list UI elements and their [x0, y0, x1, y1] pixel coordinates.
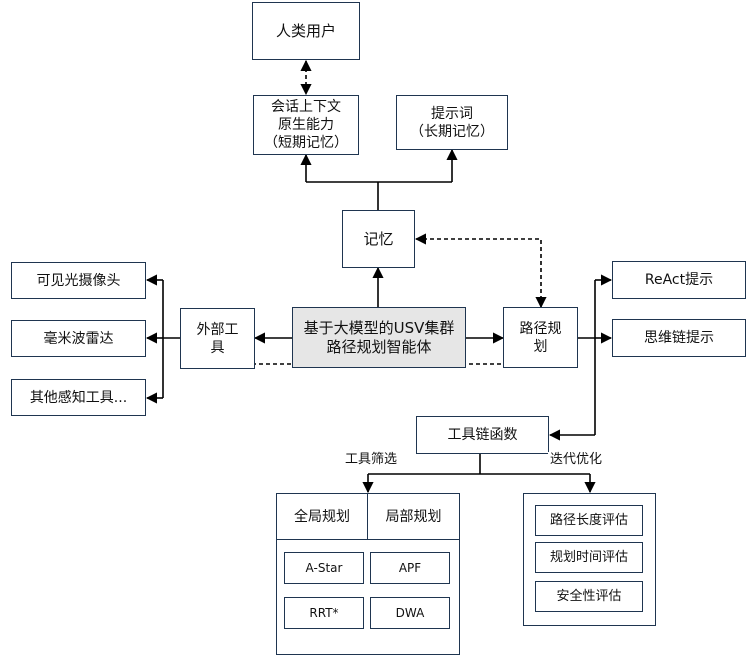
react-prompt-label: ReAct提示 — [644, 272, 714, 288]
other-sensors-label: 其他感知工具... — [29, 389, 128, 406]
agent-label: 基于大模型的USV集群 路径规划智能体 — [303, 318, 455, 356]
eval-safety: 安全性评估 — [535, 581, 643, 612]
external-tools-label: 外部工 具 — [196, 321, 239, 356]
human-user-node: 人类用户 — [252, 2, 360, 60]
prompt-words-node: 提示词 （长期记忆） — [396, 95, 508, 150]
mmwave-radar-label: 毫米波雷达 — [43, 330, 114, 347]
toolchain-node: 工具链函数 — [416, 416, 549, 454]
human-user-label: 人类用户 — [275, 21, 336, 40]
algo-apf-label: APF — [398, 560, 422, 575]
toolchain-label: 工具链函数 — [447, 427, 518, 443]
algo-dwa-label: DWA — [395, 605, 425, 620]
visible-camera-label: 可见光摄像头 — [36, 272, 121, 289]
memory-label: 记忆 — [363, 229, 394, 248]
iterative-opt-label: 迭代优化 — [548, 452, 605, 468]
algo-dwa: DWA — [370, 597, 450, 629]
session-memory-node: 会话上下文 原生能力 （短期记忆） — [253, 95, 359, 155]
eval-planning-time-label: 规划时间评估 — [549, 549, 628, 565]
tab-global-planning: 全局规划 — [276, 493, 368, 540]
tab-local-planning-label: 局部规划 — [385, 508, 442, 525]
visible-camera-node: 可见光摄像头 — [11, 262, 146, 299]
tab-local-planning: 局部规划 — [367, 493, 460, 540]
eval-safety-label: 安全性评估 — [556, 588, 622, 604]
path-planning-label: 路径规 划 — [519, 320, 562, 355]
tab-global-planning-label: 全局规划 — [294, 508, 350, 525]
path-planning-node: 路径规 划 — [503, 307, 578, 368]
eval-path-length-label: 路径长度评估 — [549, 512, 628, 528]
algo-rrt-star: RRT* — [284, 597, 364, 629]
external-tools-node: 外部工 具 — [180, 308, 255, 369]
prompt-words-label: 提示词 （长期记忆） — [410, 105, 494, 140]
eval-planning-time: 规划时间评估 — [535, 542, 643, 573]
session-memory-label: 会话上下文 原生能力 （短期记忆） — [264, 99, 348, 151]
algo-a-star: A-Star — [284, 552, 364, 584]
memory-node: 记忆 — [342, 210, 415, 268]
algo-rrt-star-label: RRT* — [309, 605, 339, 620]
algo-apf: APF — [370, 552, 450, 584]
other-sensors-node: 其他感知工具... — [11, 379, 146, 416]
edge-memory-planning — [414, 233, 547, 309]
algo-a-star-label: A-Star — [305, 560, 343, 575]
agent-node: 基于大模型的USV集群 路径规划智能体 — [292, 307, 466, 368]
evaluation-panel — [523, 493, 656, 626]
cot-prompt-label: 思维链提示 — [644, 330, 714, 346]
tool-filter-label: 工具筛选 — [343, 452, 400, 468]
mmwave-radar-node: 毫米波雷达 — [11, 320, 146, 357]
eval-path-length: 路径长度评估 — [535, 505, 643, 536]
cot-prompt-node: 思维链提示 — [612, 319, 746, 357]
react-prompt-node: ReAct提示 — [612, 261, 746, 299]
